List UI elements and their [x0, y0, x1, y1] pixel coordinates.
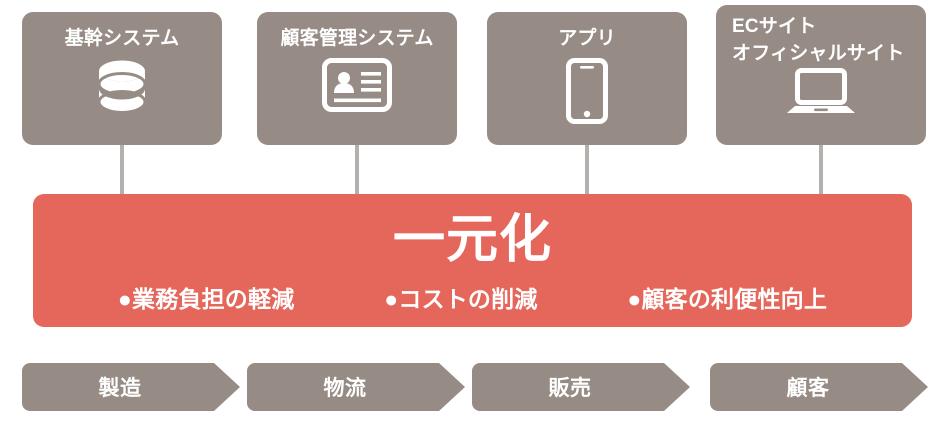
source-box-title-line2: オフィシャルサイト — [732, 43, 905, 64]
source-box-core-system[interactable]: 基幹システム — [22, 12, 222, 145]
flow-step-label: 物流 — [323, 377, 367, 400]
source-box-title: 顧客管理システム — [280, 28, 434, 49]
source-box-title-line1: ECサイト — [732, 16, 817, 37]
flow-step-logistics[interactable]: 物流 — [247, 363, 465, 411]
connector-line-4 — [819, 145, 823, 195]
laptop-icon — [785, 68, 857, 121]
flow-step-label: 顧客 — [786, 377, 830, 400]
source-box-app[interactable]: アプリ — [487, 12, 687, 145]
smartphone-icon — [566, 58, 608, 129]
id-card-icon — [322, 58, 392, 117]
source-box-crm-system[interactable]: 顧客管理システム — [257, 12, 457, 145]
source-box-title: アプリ — [558, 28, 616, 49]
flow-step-label: 販売 — [548, 377, 592, 400]
flow-step-customer[interactable]: 顧客 — [710, 363, 928, 411]
flow-step-label: 製造 — [98, 377, 142, 400]
benefit-item: ●コストの削減 — [384, 286, 538, 312]
flow-step-manufacturing[interactable]: 製造 — [22, 363, 240, 411]
source-box-ec-official-site[interactable]: ECサイト オフィシャルサイト — [716, 5, 926, 145]
benefit-item: ●業務負担の軽減 — [117, 286, 295, 312]
connector-line-1 — [120, 145, 124, 195]
unification-banner: 一元化 ●業務負担の軽減 ●コストの削減 ●顧客の利便性向上 — [33, 194, 912, 327]
benefit-item: ●顧客の利便性向上 — [627, 286, 828, 312]
flow-step-sales[interactable]: 販売 — [472, 363, 690, 411]
banner-title: 一元化 — [392, 211, 552, 269]
database-icon — [94, 58, 150, 125]
connector-line-2 — [355, 145, 359, 195]
banner-benefit-list: ●業務負担の軽減 ●コストの削減 ●顧客の利便性向上 — [73, 280, 872, 314]
source-box-title: 基幹システム — [64, 28, 180, 49]
connector-line-3 — [585, 145, 589, 195]
